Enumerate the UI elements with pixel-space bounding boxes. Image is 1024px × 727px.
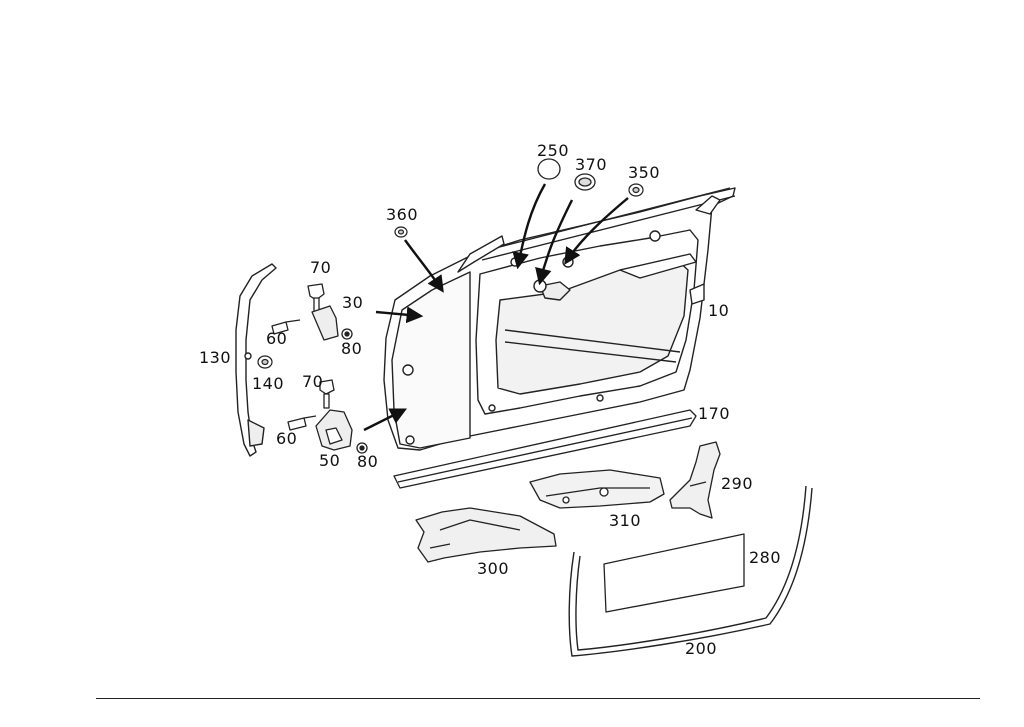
callout-140: 140 (252, 374, 284, 393)
leader-arrows (363, 183, 629, 432)
front-seal-130 (235, 263, 277, 457)
grommet-140 (257, 355, 273, 369)
upper-hinge (271, 283, 353, 341)
callout-70-upper: 70 (310, 258, 331, 277)
callout-60-lower: 60 (276, 429, 297, 448)
grommet-360 (394, 226, 408, 238)
callout-170: 170 (698, 404, 730, 423)
lower-hinge-50 (287, 379, 368, 454)
callout-130: 130 (199, 348, 231, 367)
bracket-290 (669, 441, 721, 519)
callout-30: 30 (342, 293, 363, 312)
callout-labels: 250 370 350 360 70 30 10 60 80 130 140 7… (199, 141, 781, 658)
grommet-250 (537, 158, 561, 180)
callout-360: 360 (386, 205, 418, 224)
belt-strip-170 (393, 409, 697, 489)
door-seal-200 (568, 485, 813, 657)
insulation-300 (415, 507, 557, 563)
sealing-film-280 (603, 533, 745, 613)
door-shell (383, 187, 736, 451)
callout-310: 310 (609, 511, 641, 530)
callout-350: 350 (628, 163, 660, 182)
callout-10: 10 (708, 301, 729, 320)
trim-piece-310 (529, 469, 665, 509)
callout-280: 280 (749, 548, 781, 567)
callout-300: 300 (477, 559, 509, 578)
callout-200: 200 (685, 639, 717, 658)
grommet-350 (628, 183, 644, 197)
footer-rule (96, 698, 980, 699)
callout-60-upper: 60 (266, 329, 287, 348)
callout-370: 370 (575, 155, 607, 174)
callout-50: 50 (319, 451, 340, 470)
callout-80-upper: 80 (341, 339, 362, 358)
callout-250: 250 (537, 141, 569, 160)
grommet-370 (574, 173, 596, 191)
callout-80-lower: 80 (357, 452, 378, 471)
callout-70-lower: 70 (302, 372, 323, 391)
callout-290: 290 (721, 474, 753, 493)
